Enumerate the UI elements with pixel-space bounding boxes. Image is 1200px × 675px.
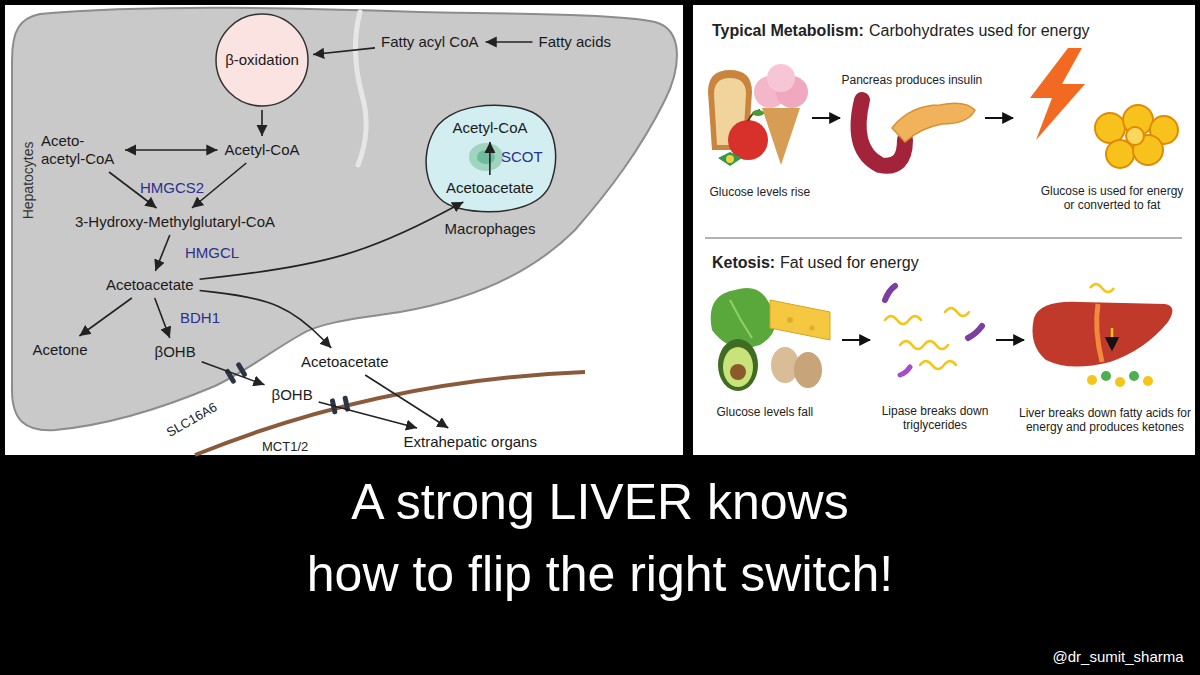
macrophage-cell: Acetyl-CoA AcetoacetateMacrophages	[420, 100, 560, 240]
metabolite-node: βOHB	[151, 341, 200, 363]
metabolite-node: Fatty acids	[535, 31, 616, 53]
metabolite-node: Acetyl-CoA	[449, 117, 532, 139]
panel-text: Pancreas produces insulin	[842, 73, 983, 87]
node-label: βOHB	[272, 386, 313, 404]
panel-text: Glucose levels rise	[710, 185, 811, 199]
panel-text: Typical Metabolism:	[712, 21, 864, 40]
caption: A strong LIVER knows how to flip the rig…	[0, 466, 1200, 610]
flow-arrow	[812, 117, 840, 119]
pancreas-icon	[859, 100, 975, 166]
metabolite-node: Acetoacetate	[102, 274, 198, 296]
pathway-arrow	[200, 202, 464, 279]
enzyme-label: SCOT	[501, 148, 543, 166]
flow-arrow	[985, 117, 1013, 119]
pathway-arrow	[125, 149, 218, 151]
transporter-mct	[330, 395, 351, 414]
metabolite-node: Fatty acyl CoA	[377, 31, 483, 53]
pathway-arrow	[79, 298, 131, 336]
pathway-arrow	[486, 41, 533, 43]
node-label: Acetoacetate	[446, 179, 534, 197]
node-label: Aceto- acetyl-CoA	[41, 132, 119, 168]
liver-outline	[12, 8, 677, 430]
pathway-arrow	[155, 298, 170, 338]
right-panel	[693, 5, 1195, 455]
enzyme-label: HMGCL	[185, 244, 239, 262]
pathway-arrow	[202, 362, 265, 385]
node-label: Acetoacetate	[301, 353, 389, 371]
node-label: Acetone	[33, 341, 88, 359]
metabolite-node: Acetyl-CoA	[221, 139, 304, 161]
flow-arrow	[842, 339, 870, 341]
liver-ketones-icon	[1033, 284, 1173, 387]
panel-text: Carbohydrates used for energy	[869, 21, 1090, 40]
low-carb-foods-icon	[711, 288, 830, 391]
panel-text: Ketosis:	[712, 253, 775, 272]
node-label: βOHB	[155, 343, 196, 361]
liver-fissure	[355, 12, 366, 165]
panel-text: Lipase breaks down triglycerides	[880, 404, 990, 433]
transporter-slc16a6	[224, 362, 248, 385]
panel-text: Glucose is used for energy or converted …	[1037, 184, 1187, 213]
left-panel	[5, 5, 683, 455]
node-label: Fatty acyl CoA	[381, 33, 479, 51]
metabolite-node: Aceto- acetyl-CoA	[37, 130, 123, 170]
fat-cells-icon	[1095, 105, 1178, 168]
pathway-arrow	[155, 235, 169, 271]
pathway-arrow	[319, 402, 418, 428]
node-label: 3-Hydroxy-Methylglutaryl-CoA	[75, 213, 275, 231]
pathway-arrow	[261, 110, 263, 136]
node-label: Acetyl-CoA	[453, 119, 528, 137]
carb-foods-icon	[708, 64, 808, 166]
metabolite-node: Extrahepatic organs	[400, 431, 541, 453]
process-circle: β-oxidation	[214, 12, 310, 108]
metabolite-node: Acetoacetate	[297, 351, 393, 373]
flow-arrow	[996, 339, 1024, 341]
metabolite-node: Acetone	[29, 339, 92, 361]
lipase-triglycerides-icon	[885, 286, 982, 375]
node-label: Acetyl-CoA	[225, 141, 300, 159]
node-label: Acetoacetate	[106, 276, 194, 294]
node-label: Extrahepatic organs	[404, 433, 537, 451]
enzyme-label: HMGCS2	[140, 179, 204, 197]
node-label: β-oxidation	[225, 51, 299, 69]
separator	[705, 237, 1182, 239]
metabolite-node: βOHB	[268, 384, 317, 406]
pathway-arrow	[365, 375, 448, 428]
panel-text: Liver breaks down fatty acids for energy…	[1018, 406, 1193, 435]
energy-bolt	[1030, 48, 1085, 140]
region-label: Hepatocytes	[20, 141, 37, 219]
metabolite-node: 3-Hydroxy-Methylglutaryl-CoA	[71, 211, 279, 233]
node-label: Macrophages	[445, 220, 536, 238]
enzyme-label: MCT1/2	[262, 439, 308, 455]
extrahepatic-membrane	[195, 372, 585, 455]
node-label: Fatty acids	[539, 33, 612, 51]
panel-text: Fat used for energy	[780, 253, 919, 272]
panel-text: Glucose levels fall	[717, 405, 814, 419]
enzyme-label: BDH1	[180, 309, 220, 327]
metabolite-node: Acetoacetate	[442, 177, 538, 199]
pathway-arrow	[313, 48, 375, 55]
watermark: @dr_sumit_sharma	[1053, 648, 1184, 666]
pathway-arrow	[489, 142, 491, 175]
